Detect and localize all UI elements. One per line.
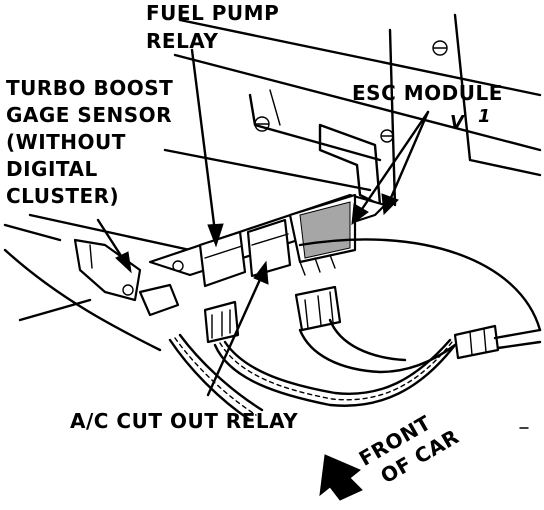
mark-1: 1 [478, 106, 491, 127]
connector-center [203, 300, 240, 344]
esc-module [288, 193, 357, 276]
connector-esc [294, 285, 342, 332]
arrow-esc-module-right [381, 110, 430, 216]
screw-middle [254, 116, 270, 132]
screw-right [380, 129, 394, 143]
body-panel [3, 13, 542, 252]
lower-panel [3, 238, 542, 352]
label-turbo-line2: GAGE SENSOR [6, 103, 172, 127]
wiring-harness [168, 318, 542, 422]
ac-cut-out-relay-body [246, 218, 292, 278]
label-turbo-line5: CLUSTER) [6, 184, 119, 208]
arrow-fuel-pump-relay [190, 48, 224, 248]
arrow-turbo-sensor [96, 218, 132, 274]
label-turbo-line1: TURBO BOOST [6, 76, 173, 100]
turbo-sensor-bracket [73, 238, 180, 317]
label-turbo-line3: (WITHOUT [6, 130, 126, 154]
arrow-ac-cut-out-relay [206, 260, 269, 397]
front-of-car-arrow [319, 454, 363, 501]
screw-top-right [432, 40, 448, 56]
label-turbo-line4: DIGITAL [6, 157, 98, 181]
label-ac-cut-out-relay: A/C CUT OUT RELAY [70, 409, 298, 433]
label-esc-module: ESC MODULE [352, 81, 503, 105]
arrow-esc-module-left [351, 110, 430, 226]
fuel-pump-relay-body [198, 230, 247, 288]
label-fuel-pump-line1: FUEL PUMP [146, 1, 279, 25]
label-front-of-car: FRONT OF CAR [355, 410, 463, 488]
mark-v: V [450, 112, 466, 133]
connector-right [453, 324, 500, 360]
label-fuel-pump-line2: RELAY [146, 29, 218, 53]
